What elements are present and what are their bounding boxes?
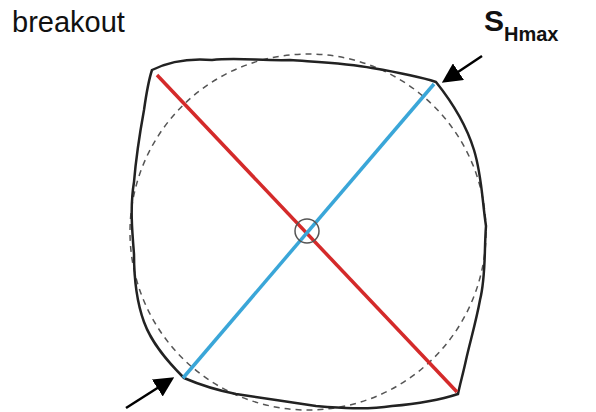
shmax-direction-line	[183, 84, 434, 378]
stress-letter: S	[484, 4, 504, 37]
breakout-outline	[132, 59, 486, 408]
stress-arrow	[126, 380, 170, 408]
figure-label: breakout	[12, 8, 125, 37]
stress-symbol: SHmax	[484, 6, 559, 36]
stress-subscript: Hmax	[504, 23, 558, 45]
stress-arrow	[446, 56, 482, 80]
center-circle	[295, 219, 319, 243]
breakout-direction-line	[157, 75, 457, 392]
original-borehole-circle	[130, 54, 486, 410]
